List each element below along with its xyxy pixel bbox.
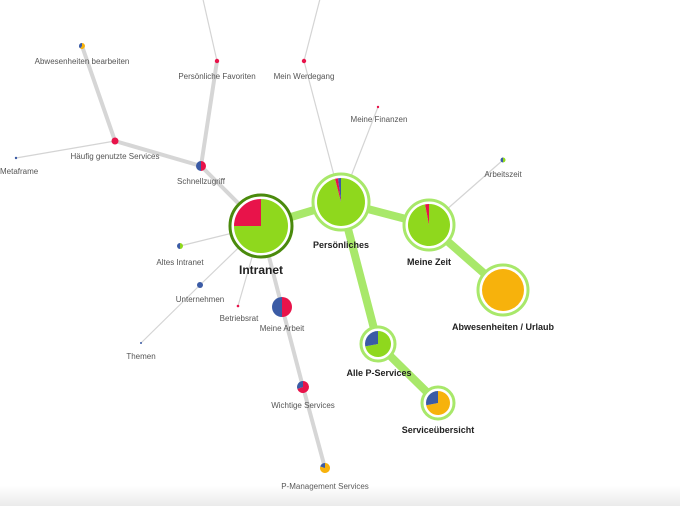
- pie-slice-orange: [80, 43, 85, 49]
- pie-slice-blue: [14, 156, 18, 160]
- node-meine-zeit[interactable]: [402, 198, 456, 252]
- label-intranet: Intranet: [239, 263, 283, 277]
- pie-slice-red: [335, 178, 341, 202]
- pie-slice-blue: [177, 243, 180, 249]
- node-persoenliches[interactable]: [311, 172, 371, 232]
- pie-slice-red: [234, 199, 261, 226]
- pie-slice-green: [180, 243, 183, 249]
- pie-slice-green: [408, 204, 451, 246]
- pie-slice-blue: [320, 463, 325, 468]
- node-meine-finanzen[interactable]: [376, 105, 380, 109]
- pie-slice-blue: [337, 178, 341, 202]
- pie-slice-blue: [365, 331, 378, 347]
- label-unternehmen: Unternehmen: [176, 295, 224, 304]
- nodes-layer: [14, 43, 530, 474]
- label-meine-finanzen: Meine Finanzen: [351, 115, 408, 124]
- node-abwesenheiten-urlaub[interactable]: [476, 263, 530, 317]
- node-arbeitszeit[interactable]: [500, 157, 506, 163]
- node-altes-intranet[interactable]: [177, 243, 183, 249]
- node-metaframe[interactable]: [14, 156, 18, 160]
- pie-slice-blue: [272, 297, 282, 317]
- pie-slice-blue: [196, 161, 201, 171]
- label-abwesenheiten-bearbeiten: Abwesenheiten bearbeiten: [35, 57, 130, 66]
- edge-haeufig-metaframe: [15, 140, 116, 159]
- node-intranet[interactable]: [228, 193, 294, 259]
- pie-slice-red: [214, 58, 220, 64]
- pie-slice-red: [297, 381, 310, 393]
- pie-slice-orange: [320, 463, 331, 474]
- node-unternehmen[interactable]: [197, 282, 203, 288]
- pie-slice-red: [301, 58, 307, 64]
- label-abwesenheiten-urlaub: Abwesenheiten / Urlaub: [452, 322, 555, 332]
- label-betriebsrat: Betriebsrat: [220, 314, 259, 323]
- edge-wichtige_services-p_management: [301, 385, 327, 470]
- pie-slice-red: [282, 297, 292, 317]
- label-schnellzugriff: Schnellzugriff: [177, 177, 226, 186]
- label-persoenliches: Persönliches: [313, 240, 369, 250]
- node-abwesenheiten-bearbeiten[interactable]: [79, 43, 85, 49]
- node-themen[interactable]: [140, 342, 142, 344]
- pie-slice-blue: [197, 282, 203, 288]
- node-mein-werdegang[interactable]: [301, 58, 307, 64]
- pie-slice-green: [316, 178, 365, 227]
- node-haeufig[interactable]: [111, 137, 119, 145]
- label-haeufig: Häufig genutzte Services: [71, 152, 160, 161]
- pie-slice-blue: [79, 43, 82, 49]
- node-meine-arbeit[interactable]: [272, 297, 292, 317]
- label-wichtige-services: Wichtige Services: [271, 401, 335, 410]
- edge-persoenliche_favoriten-offscreen_a: [202, 0, 218, 62]
- node-persoenliche-favoriten[interactable]: [214, 58, 220, 64]
- label-mein-werdegang: Mein Werdegang: [274, 72, 335, 81]
- edge-schnellzugriff-persoenliche_favoriten: [199, 59, 219, 168]
- edge-haeufig-abwesenheiten_bearbeiten: [80, 44, 117, 143]
- label-serviceuebersicht: Serviceübersicht: [402, 425, 475, 435]
- pie-slice-red: [111, 137, 119, 145]
- label-persoenliche-favoriten: Persönliche Favoriten: [178, 72, 255, 81]
- pie-slice-red: [236, 304, 240, 308]
- pie-slice-green: [365, 331, 391, 357]
- pie-slice-orange: [426, 391, 451, 416]
- pie-slice-blue: [426, 391, 438, 406]
- node-serviceuebersicht[interactable]: [420, 385, 456, 421]
- label-metaframe: Metaframe: [0, 167, 39, 176]
- label-meine-zeit: Meine Zeit: [407, 257, 451, 267]
- node-p-management[interactable]: [320, 463, 331, 474]
- pie-slice-orange: [482, 269, 524, 311]
- bottom-fade: [0, 486, 680, 506]
- pie-slice-red: [201, 161, 206, 171]
- label-themen: Themen: [126, 352, 155, 361]
- edge-mein_werdegang-offscreen_b: [303, 0, 321, 62]
- label-alle-p-services: Alle P-Services: [346, 368, 411, 378]
- edge-meine_arbeit-wichtige_services: [280, 305, 305, 389]
- pie-slice-red: [425, 204, 429, 225]
- node-alle-p-services[interactable]: [359, 325, 397, 363]
- pie-slice-red: [376, 105, 380, 109]
- pie-slice-blue: [297, 381, 303, 389]
- label-arbeitszeit: Arbeitszeit: [484, 170, 522, 179]
- node-wichtige-services[interactable]: [297, 381, 310, 393]
- node-schnellzugriff[interactable]: [196, 161, 206, 171]
- edge-unternehmen-themen: [140, 284, 201, 344]
- label-meine-arbeit: Meine Arbeit: [260, 324, 305, 333]
- edge-schnellzugriff-haeufig: [113, 139, 203, 168]
- label-altes-intranet: Altes Intranet: [156, 258, 204, 267]
- node-betriebsrat[interactable]: [236, 304, 240, 308]
- pie-slice-blue: [140, 342, 142, 344]
- pie-slice-blue: [500, 157, 503, 163]
- pie-slice-green: [503, 157, 506, 163]
